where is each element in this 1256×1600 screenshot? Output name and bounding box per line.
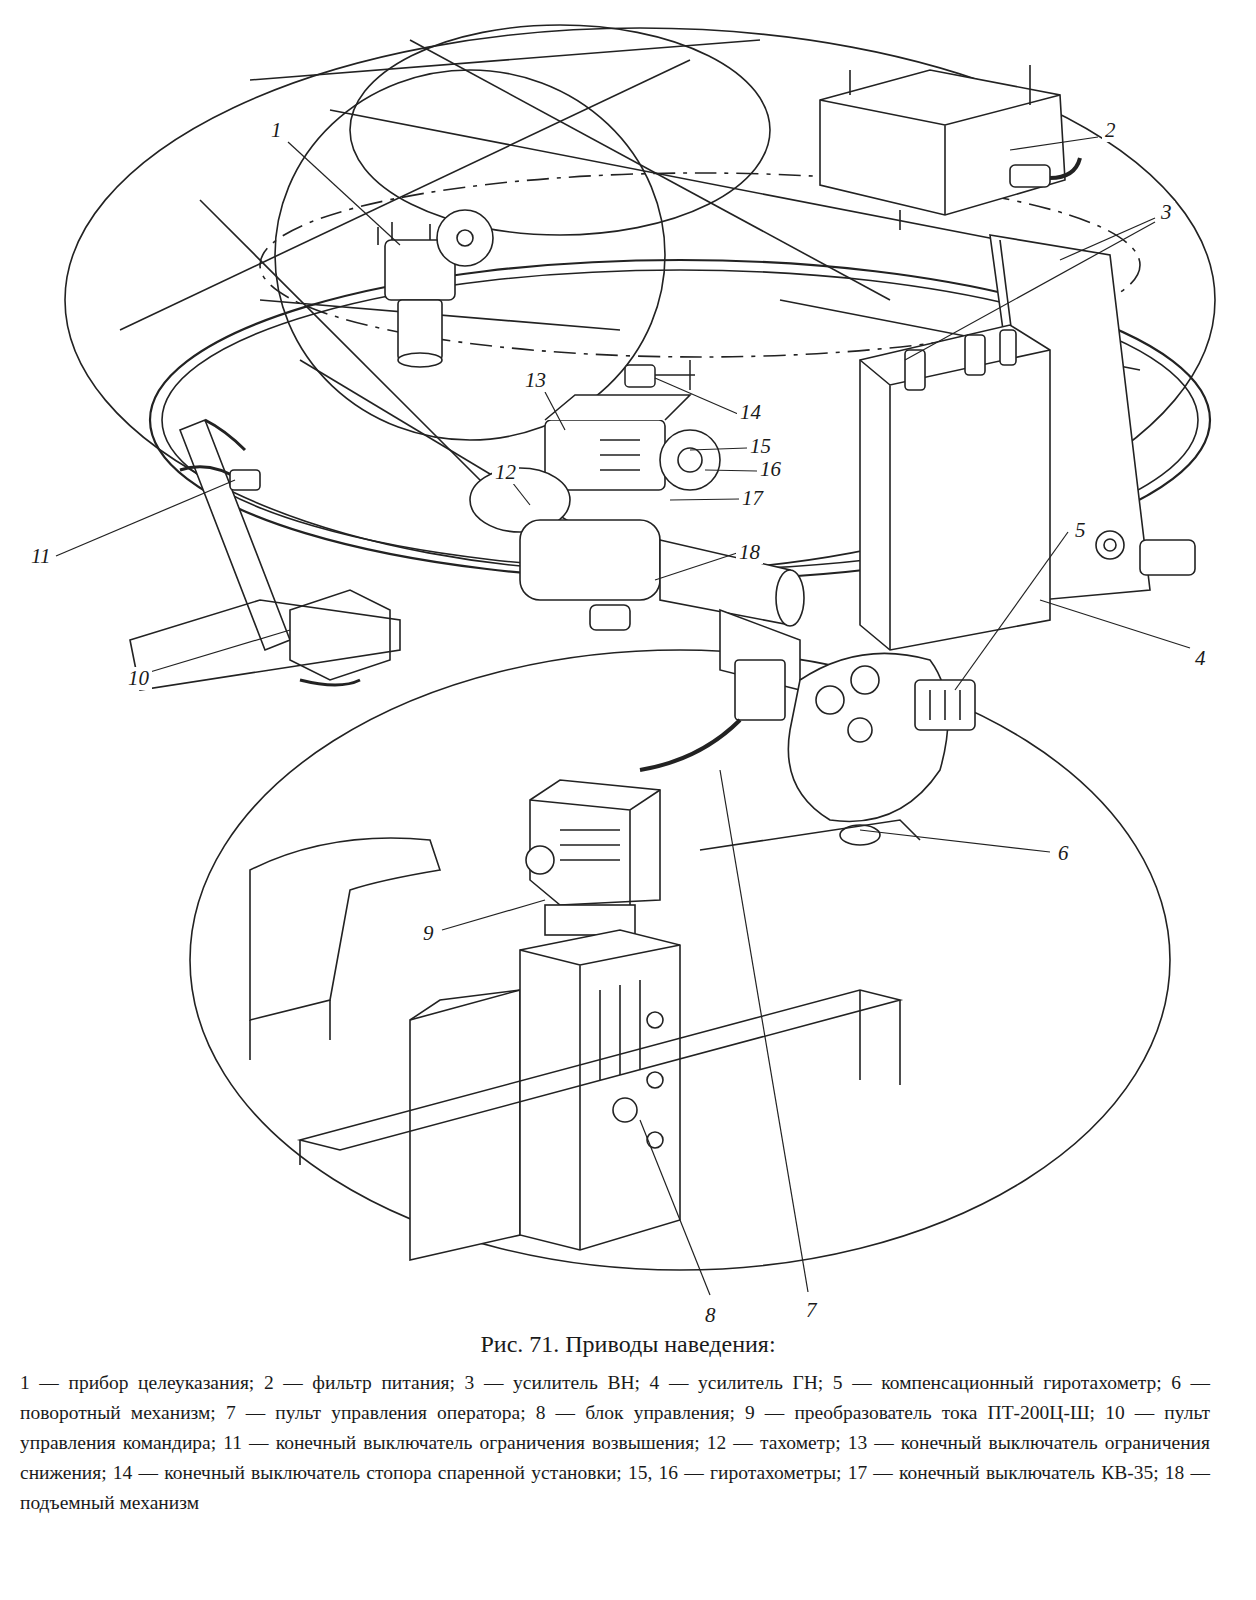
legend-item: 17 — конечный выключатель КВ-35;	[848, 1462, 1159, 1483]
callout-number: 9	[420, 922, 437, 945]
legend-item: 9 — преобразователь тока ПТ-200Ц-Ш;	[745, 1402, 1095, 1423]
legend-item: 4 — усилитель ГН;	[650, 1372, 824, 1393]
figure-caption: Рис. 71. Приводы наведения:	[0, 1330, 1256, 1359]
legend-item: 12 — тахометр;	[707, 1432, 841, 1453]
callout-number: 18	[736, 541, 763, 564]
legend-item: 8 — блок управления;	[536, 1402, 735, 1423]
callout-number: 5	[1072, 519, 1089, 542]
legend-item: 7 — пульт управления оператора;	[226, 1402, 526, 1423]
callout-number: 11	[28, 545, 53, 568]
callout-number: 14	[737, 401, 764, 424]
callout-number: 12	[492, 461, 519, 484]
callout-number: 16	[757, 458, 784, 481]
callout-number: 13	[522, 369, 549, 392]
callout-number: 1	[268, 119, 285, 142]
callout-number: 7	[803, 1299, 820, 1322]
callout-number: 8	[702, 1304, 719, 1327]
legend-text: 1 — прибор целеуказания; 2 — фильтр пита…	[20, 1368, 1210, 1518]
callout-number: 17	[739, 487, 766, 510]
callout-number: 4	[1192, 647, 1209, 670]
legend-item: 11 — конечный выключатель ограничения во…	[223, 1432, 699, 1453]
legend-item: 5 — компенсационный гиротахометр;	[833, 1372, 1162, 1393]
callout-number: 6	[1055, 842, 1072, 865]
legend-item: 14 — конечный выключатель стопора спарен…	[113, 1462, 622, 1483]
callout-number: 15	[747, 435, 774, 458]
legend-item: 15, 16 — гиротахометры;	[628, 1462, 841, 1483]
legend-item: 3 — усилитель ВН;	[465, 1372, 640, 1393]
callout-number: 10	[125, 667, 152, 690]
callout-number: 3	[1158, 201, 1175, 224]
legend-item: 1 — прибор целеуказания;	[20, 1372, 254, 1393]
legend-item: 2 — фильтр питания;	[264, 1372, 455, 1393]
callout-number: 2	[1102, 119, 1119, 142]
